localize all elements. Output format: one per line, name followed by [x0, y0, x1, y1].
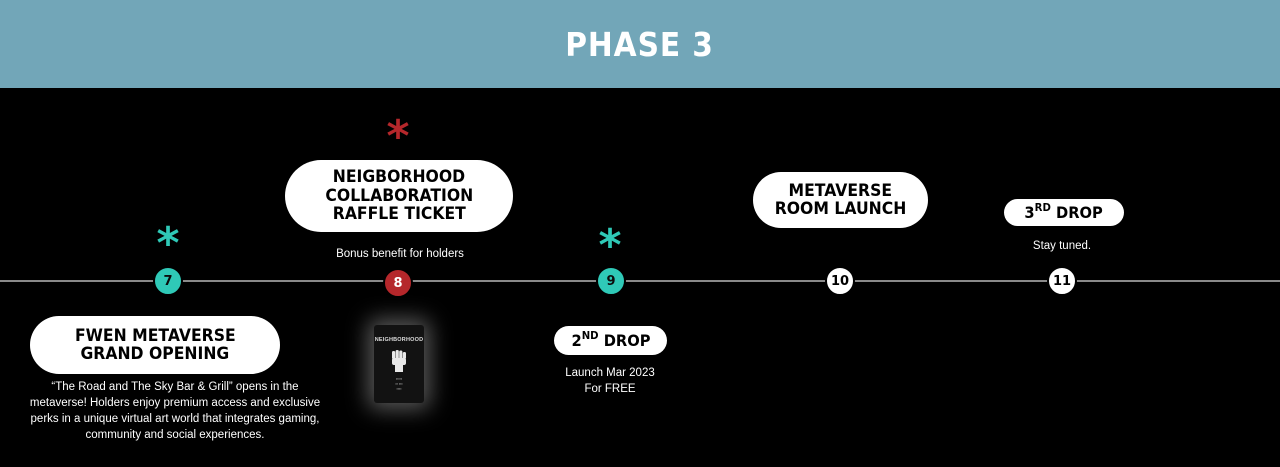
milestone-title-pill-10: METAVERSE ROOM LAUNCH: [753, 172, 928, 228]
phase-header: PHASE 3: [0, 0, 1280, 88]
title-main: 3: [1024, 202, 1036, 222]
description-line: community and social experiences.: [85, 429, 265, 441]
milestone-title-pill-8: NEIGBORHOOD COLLABORATION RAFFLE TICKET: [285, 160, 513, 232]
card-fine-print: ▪▪▪▪▪▪▪ ▪▪▪▪▪▪▪: [395, 377, 403, 391]
milestone-node-11[interactable]: 11: [1047, 266, 1077, 296]
title-superscript: ND: [581, 328, 599, 342]
milestone-title-pill-11: 3RD DROP: [1004, 199, 1124, 226]
title-superscript: RD: [1035, 200, 1052, 214]
pill-title: 3RD DROP: [1024, 200, 1104, 222]
pill-line: NEIGBORHOOD: [332, 167, 466, 188]
description-line: “The Road and The Sky Bar & Grill” opens…: [51, 381, 299, 393]
pill-line: COLLABORATION: [325, 185, 473, 206]
raised-fist-icon: [392, 350, 406, 372]
milestone-node-7[interactable]: 7: [153, 266, 183, 296]
milestone-node-10[interactable]: 10: [825, 266, 855, 296]
pill-line: METAVERSE: [788, 180, 893, 201]
pill-line: RAFFLE TICKET: [332, 204, 466, 225]
pill-title: 2ND DROP: [570, 328, 651, 350]
description-line: Launch Mar 2023: [565, 367, 655, 379]
milestone-description-7: “The Road and The Sky Bar & Grill” opens…: [20, 379, 330, 443]
description-line: metaverse! Holders enjoy premium access …: [29, 397, 321, 409]
title-main: 2: [570, 330, 582, 350]
milestone-description-9: Launch Mar 2023 For FREE: [540, 365, 680, 397]
raffle-ticket-card-image: NEIGHBORHOOD ▪▪▪▪▪▪▪ ▪▪▪▪▪▪▪: [374, 325, 424, 403]
card-brand: NEIGHBORHOOD: [374, 337, 424, 343]
asterisk-icon: *: [598, 220, 622, 271]
pill-line: FWEN METAVERSE: [74, 325, 236, 346]
pill-line: GRAND OPENING: [80, 344, 230, 364]
milestone-node-8[interactable]: 8: [383, 268, 413, 298]
description-line: For FREE: [584, 383, 636, 395]
milestone-title-pill-9: 2ND DROP: [554, 326, 667, 355]
title-rest: DROP: [598, 330, 651, 350]
title-rest: DROP: [1051, 202, 1104, 222]
milestone-node-9[interactable]: 9: [596, 266, 626, 296]
milestone-description-11: Stay tuned.: [1032, 240, 1092, 252]
milestone-title-pill-7: FWEN METAVERSE GRAND OPENING: [30, 316, 280, 374]
pill-line: ROOM LAUNCH: [774, 199, 907, 219]
milestone-description-8: Bonus benefit for holders: [336, 248, 464, 260]
description-line: perks in a unique virtual art world that…: [30, 413, 320, 425]
timeline-line: [0, 280, 1280, 282]
asterisk-icon: *: [386, 111, 410, 162]
phase-title: PHASE 3: [565, 24, 715, 64]
asterisk-icon: *: [156, 218, 180, 269]
